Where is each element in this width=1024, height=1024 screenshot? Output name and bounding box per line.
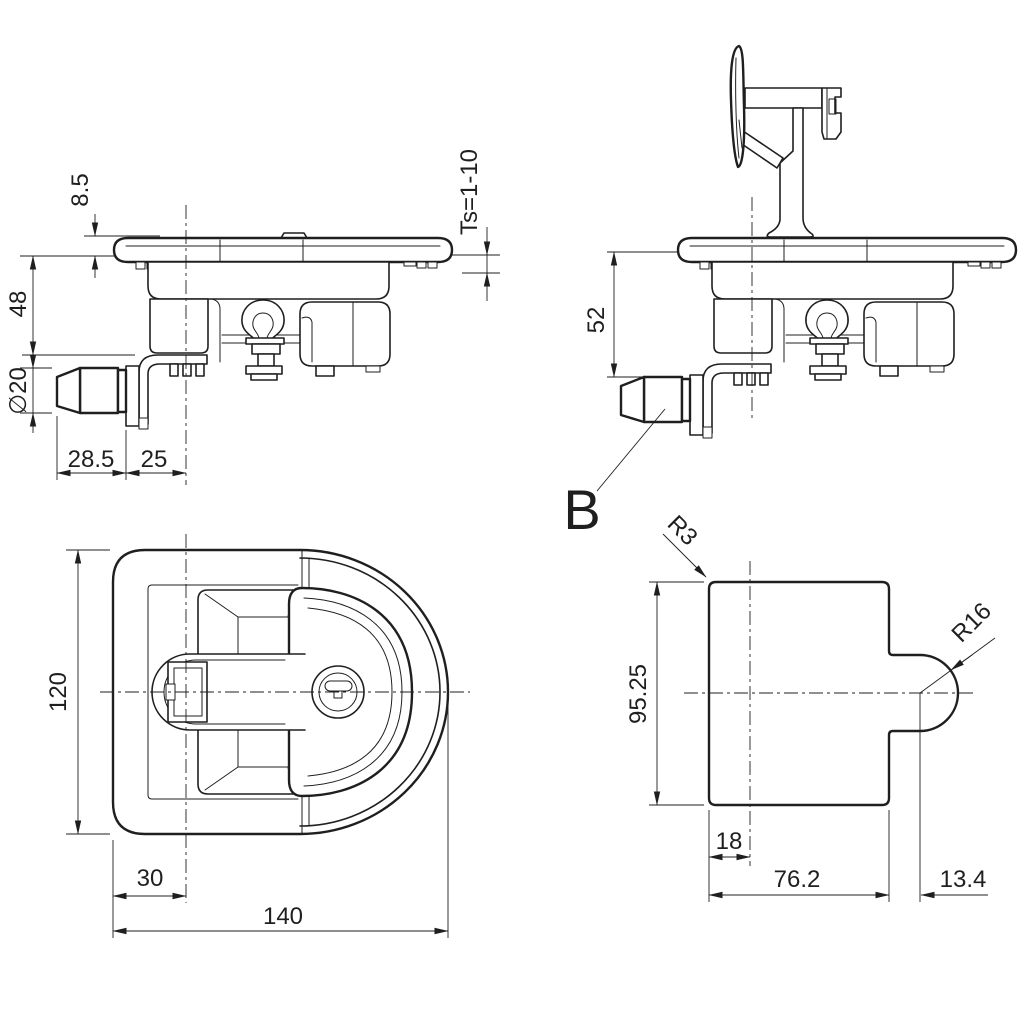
dim-edge-to-centerline: 18 (708, 810, 751, 902)
grip-screw-stack (245, 337, 285, 381)
cutout-outline (707, 580, 960, 807)
dim-handle-offset: 30 (112, 840, 187, 902)
dim-body-height: 120 (45, 549, 110, 835)
housing-right-box (299, 301, 391, 377)
view-top: 120 30 140 (45, 534, 470, 938)
dim-cylinder-diameter: ∅20 (5, 348, 52, 433)
dim-installed-depth-label: 48 (5, 291, 32, 318)
dim-edge-to-centerline-label: 18 (716, 828, 743, 855)
handle-raised-assembly (729, 44, 842, 238)
centerlines-cutout (684, 561, 977, 866)
dim-panel-thickness: Ts=1-10 (450, 149, 500, 301)
cam-rack-teeth (169, 363, 205, 377)
dim-corner-radius-label: R3 (662, 510, 703, 551)
housing-collar (147, 261, 390, 300)
view-side-closed: 8.5 48 ∅20 28.5 25 Ts=1-10 (5, 149, 500, 485)
dim-cylinder-diameter-label: ∅20 (5, 367, 32, 415)
dim-cam-to-centerline-label: 25 (141, 446, 168, 473)
dim-notch-radius: R16 (919, 598, 997, 694)
dim-body-width-label: 140 (263, 903, 303, 930)
bracket-leg (766, 107, 814, 238)
cam-rack-teeth-open (733, 372, 769, 386)
dim-cutout-height: 95.25 (625, 581, 704, 806)
recess-outline (197, 589, 301, 795)
dim-cam-length-label: 28.5 (68, 446, 115, 473)
view-panel-cutout: 95.25 18 76.2 13.4 R3 R16 (625, 510, 997, 902)
dim-cam-offsets: 28.5 25 (56, 416, 187, 480)
dim-cutout-width-label: 76.2 (774, 866, 821, 893)
dim-installed-depth: 48 (5, 255, 135, 356)
dim-handle-offset-label: 30 (137, 865, 164, 892)
dim-corner-radius: R3 (662, 510, 707, 578)
grip-screw-stack-open (809, 337, 849, 381)
flange-profile (112, 236, 454, 264)
detail-callout-b: B (563, 408, 666, 541)
dim-open-depth: 52 (583, 251, 679, 378)
housing-right-box-open (863, 301, 955, 377)
dim-body-width: 140 (112, 700, 449, 938)
lock-cylinder-closed (55, 365, 149, 430)
dim-notch-center-offset: 13.4 (919, 693, 988, 902)
dim-flange-height: 8.5 (20, 173, 160, 278)
view-side-open: 52 B (563, 44, 1018, 541)
housing-left-box (149, 298, 209, 354)
dim-cutout-width: 76.2 (708, 810, 890, 902)
dim-open-depth-label: 52 (583, 307, 610, 334)
dim-body-height-label: 120 (45, 672, 72, 712)
dim-flange-height-label: 8.5 (67, 173, 94, 206)
flange-profile-open (676, 236, 1018, 264)
dim-cutout-height-label: 95.25 (625, 664, 652, 724)
flange-tab (280, 232, 308, 239)
dim-notch-radius-label: R16 (947, 598, 997, 648)
lock-cylinder-open (619, 374, 713, 439)
handle-blade (729, 44, 746, 169)
detail-label-b: B (563, 478, 600, 541)
centerlines-top-view (100, 534, 470, 903)
dim-notch-center-offset-label: 13.4 (940, 866, 987, 893)
dim-panel-thickness-label: Ts=1-10 (456, 149, 483, 235)
